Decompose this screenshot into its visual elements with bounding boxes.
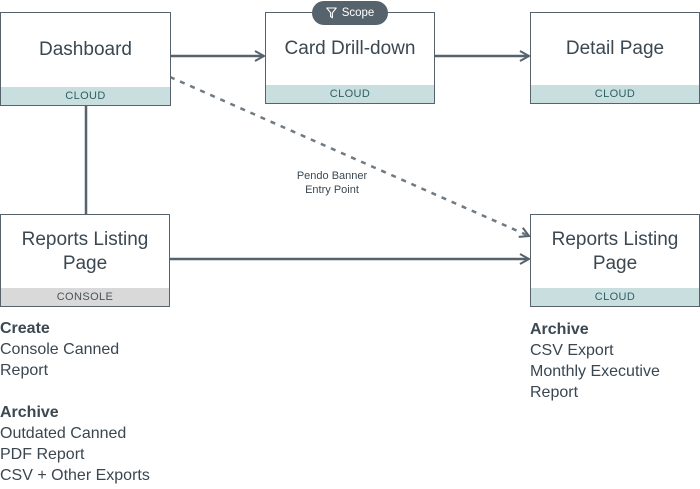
spacer xyxy=(0,381,150,402)
archive-heading: Archive xyxy=(530,321,589,338)
node-title: Detail Page xyxy=(565,38,665,59)
left-notes: Create Console Canned Report Archive Out… xyxy=(0,318,150,486)
note-item: PDF Report xyxy=(0,446,85,463)
right-notes: Archive CSV Export Monthly Executive Rep… xyxy=(530,319,660,403)
node-reports-listing-cloud[interactable]: Reports Listing Page CLOUD xyxy=(530,214,700,307)
note-item: Outdated Canned xyxy=(0,425,127,442)
scope-badge[interactable]: Scope xyxy=(312,1,388,25)
note-item: Report xyxy=(530,384,579,401)
platform-tag: CLOUD xyxy=(1,87,170,105)
note-item: Console Canned xyxy=(0,341,120,358)
platform-tag: CONSOLE xyxy=(1,288,169,306)
node-title: Dashboard xyxy=(39,39,132,60)
edge-label-line: Pendo Banner xyxy=(296,170,368,182)
edge-label-line: Entry Point xyxy=(305,184,359,196)
node-detail-page[interactable]: Detail Page CLOUD xyxy=(530,12,700,104)
archive-heading: Archive xyxy=(0,404,59,421)
node-title: Reports Listing Page xyxy=(551,228,679,274)
node-reports-listing-console[interactable]: Reports Listing Page CONSOLE xyxy=(0,214,170,307)
scope-label: Scope xyxy=(341,7,375,19)
node-dashboard[interactable]: Dashboard CLOUD xyxy=(0,12,171,106)
platform-tag: CLOUD xyxy=(531,85,699,103)
filter-icon xyxy=(325,7,337,19)
note-item: Report xyxy=(0,362,49,379)
platform-tag: CLOUD xyxy=(266,85,434,103)
edge-label-pendo-banner: Pendo Banner Entry Point xyxy=(282,169,382,197)
node-title: Card Drill-down xyxy=(284,38,416,59)
create-heading: Create xyxy=(0,320,50,337)
platform-tag: CLOUD xyxy=(531,288,699,306)
note-item: CSV + Other Exports xyxy=(0,467,150,484)
note-item: Monthly Executive xyxy=(530,363,660,380)
note-item: CSV Export xyxy=(530,342,614,359)
node-title: Reports Listing Page xyxy=(21,228,149,274)
node-card-drilldown[interactable]: Card Drill-down CLOUD xyxy=(265,12,435,104)
